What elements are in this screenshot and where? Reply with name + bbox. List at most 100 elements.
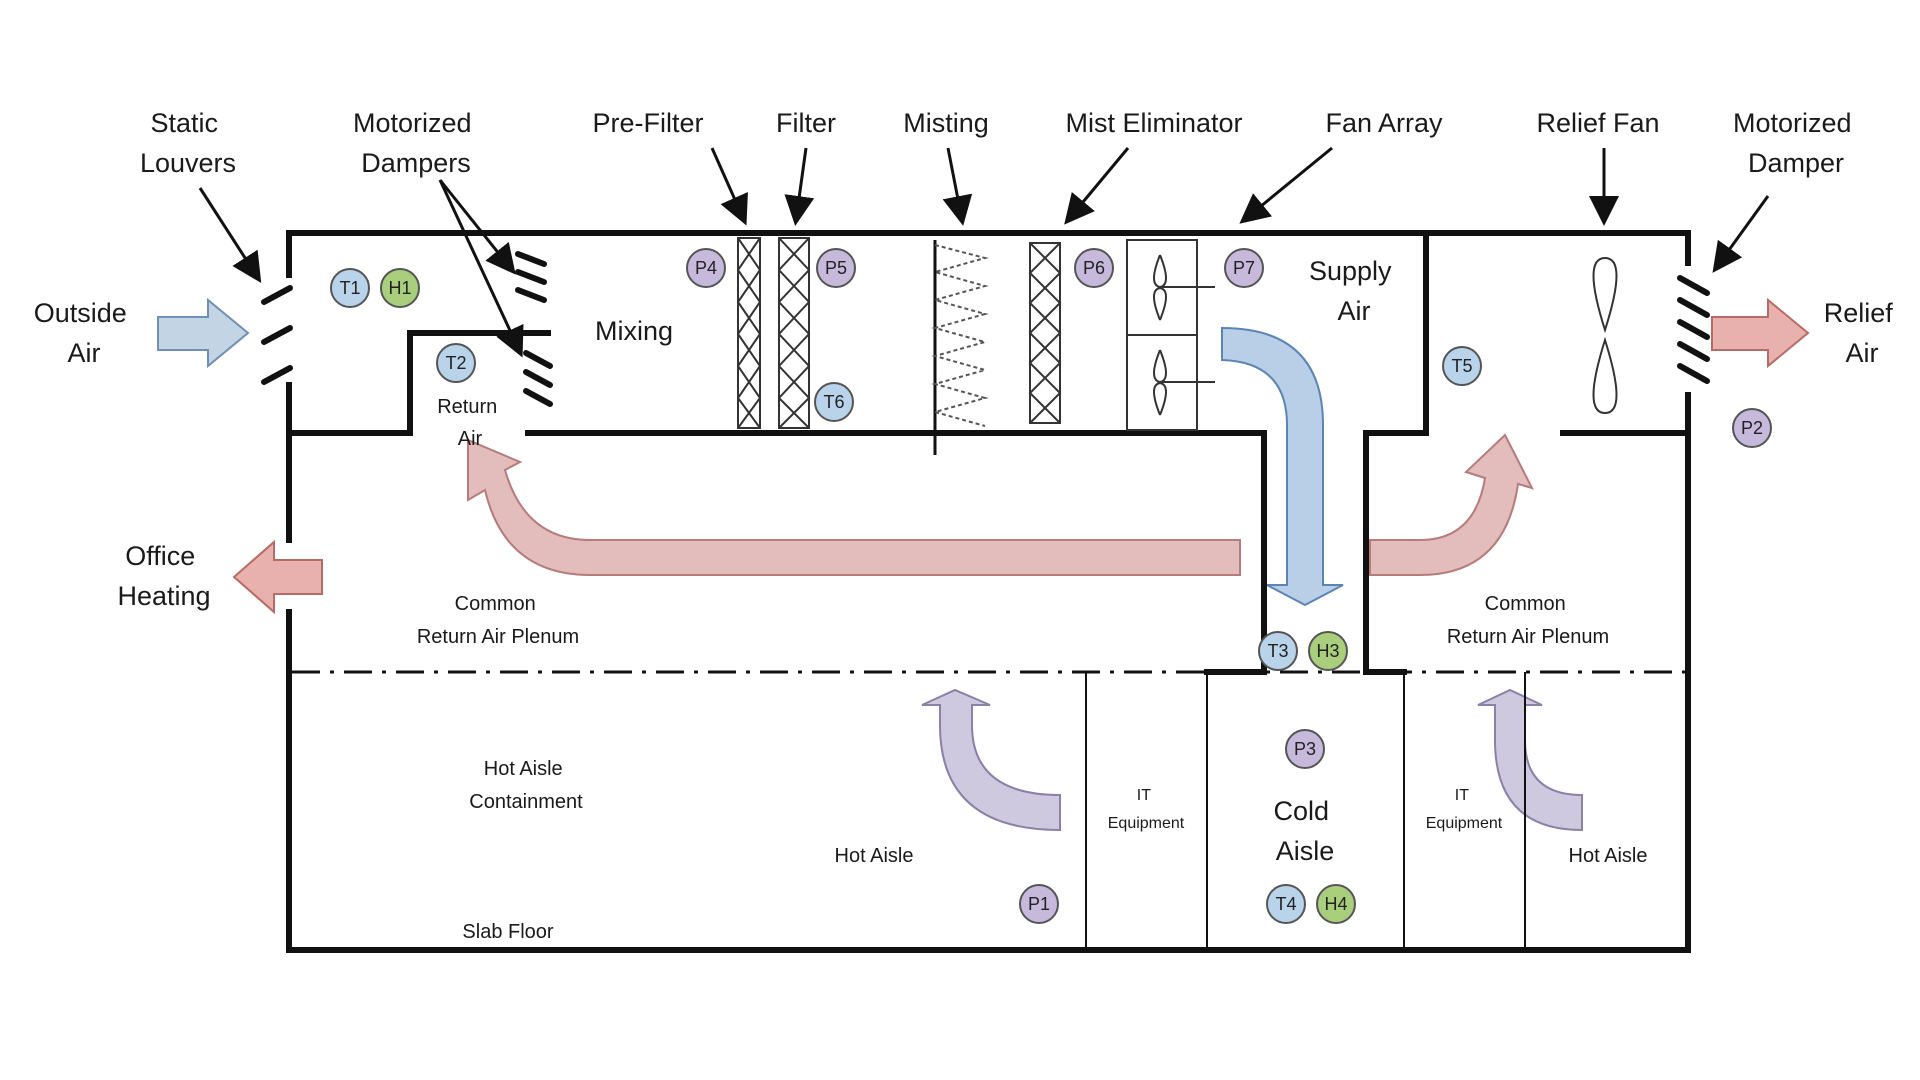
sensor-t2-marker — [436, 343, 476, 383]
label-motorized-dampers: Motorized Dampers — [353, 108, 479, 178]
sensor-t3: T3 — [1258, 631, 1298, 671]
sensor-t3-label: T3 — [1267, 641, 1288, 661]
building-walls — [286, 230, 1691, 953]
motorized-dampers-line1: Motorized — [353, 108, 472, 138]
return-air-flow-arrow — [467, 438, 1241, 576]
label-filter: Filter — [776, 108, 836, 138]
label-plenum-right: Common Return Air Plenum — [1447, 593, 1609, 648]
sensor-t6: T6 — [814, 382, 854, 422]
sensor-t1: T1 — [330, 268, 370, 308]
sensor-t4-label: T4 — [1275, 894, 1296, 914]
sensor-h3-label: H3 — [1316, 641, 1339, 661]
label-mist-eliminator: Mist Eliminator — [1065, 108, 1242, 138]
sensor-t3-marker — [1258, 631, 1298, 671]
hot-aisle-flow-arrow-right — [1477, 688, 1583, 832]
it-equipment-right-line1: IT — [1455, 787, 1469, 804]
sensor-t2-label: T2 — [445, 353, 466, 373]
pre-filter-element — [736, 237, 762, 429]
plenum-right-line2: Return Air Plenum — [1447, 626, 1609, 648]
office-heating-line2: Heating — [117, 581, 210, 611]
sensor-p7-marker — [1224, 248, 1264, 288]
motorized-damper-line2: Damper — [1748, 148, 1844, 178]
supply-air-line1: Supply — [1309, 256, 1392, 286]
sensor-p1-marker — [1019, 884, 1059, 924]
sensor-p4-label: P4 — [695, 258, 717, 278]
static-louvers-line2: Louvers — [140, 148, 236, 178]
it-equipment-right-line2: Equipment — [1426, 815, 1503, 832]
motorized-dampers-line2: Dampers — [361, 148, 471, 178]
sensor-p1-label: P1 — [1028, 894, 1050, 914]
label-slab-floor: Slab Floor — [462, 921, 553, 943]
sensor-h4-label: H4 — [1324, 894, 1347, 914]
it-equipment-left-line1: IT — [1137, 787, 1151, 804]
it-equipment-left-line2: Equipment — [1108, 815, 1185, 832]
cold-aisle-line2: Aisle — [1276, 836, 1335, 866]
office-heating-line1: Office — [125, 541, 195, 571]
relief-air-line2: Air — [1846, 338, 1879, 368]
sensor-p7: P7 — [1224, 248, 1264, 288]
label-hot-aisle-right: Hot Aisle — [1569, 845, 1648, 867]
sensor-p3-label: P3 — [1294, 739, 1316, 759]
sensor-t2: T2 — [436, 343, 476, 383]
fan-array-element — [1126, 239, 1215, 431]
sensor-t5: T5 — [1442, 346, 1482, 386]
sensor-p2: P2 — [1732, 408, 1772, 448]
sensor-t5-label: T5 — [1451, 356, 1472, 376]
sensor-h3: H3 — [1308, 631, 1348, 671]
sensor-p1: P1 — [1019, 884, 1059, 924]
hot-aisle-flow-arrow-left — [921, 688, 1061, 832]
outside-air-arrow — [157, 297, 250, 369]
label-it-equipment-left: IT Equipment — [1108, 787, 1185, 832]
sensor-p2-label: P2 — [1741, 418, 1763, 438]
aisle-partitions — [1085, 672, 1526, 948]
label-pre-filter: Pre-Filter — [592, 108, 703, 138]
sensor-t4: T4 — [1266, 884, 1306, 924]
label-motorized-damper: Motorized Damper — [1733, 108, 1859, 178]
sensor-t5-marker — [1442, 346, 1482, 386]
label-return-air: Return Air — [437, 396, 503, 450]
outside-air-line2: Air — [68, 338, 101, 368]
office-heating-arrow — [232, 539, 323, 615]
sensor-t6-label: T6 — [823, 392, 844, 412]
sensor-p4-marker — [686, 248, 726, 288]
motorized-dampers-symbol — [515, 251, 553, 407]
plenum-right-line1: Common — [1485, 593, 1566, 615]
sensor-t4-marker — [1266, 884, 1306, 924]
sensor-h3-marker — [1308, 631, 1348, 671]
relief-return-flow-arrow — [1369, 433, 1534, 576]
label-static-louvers: Static Louvers — [140, 108, 236, 178]
label-relief-air: Relief Air — [1824, 298, 1901, 368]
sensor-p3-marker — [1285, 729, 1325, 769]
label-fan-array: Fan Array — [1325, 108, 1443, 138]
sensor-p5: P5 — [816, 248, 856, 288]
return-air-line1: Return — [437, 396, 497, 418]
supply-air-flow-arrow — [1221, 326, 1344, 607]
sensor-p6-label: P6 — [1083, 258, 1105, 278]
sensor-t6-marker — [814, 382, 854, 422]
sensor-h1: H1 — [380, 268, 420, 308]
misting-element — [931, 240, 989, 455]
label-hot-aisle-containment: Hot Aisle Containment — [469, 758, 583, 813]
static-louvers-line1: Static — [150, 108, 218, 138]
sensor-h1-marker — [380, 268, 420, 308]
relief-air-line1: Relief — [1824, 298, 1894, 328]
label-it-equipment-right: IT Equipment — [1426, 787, 1503, 832]
motorized-damper-line1: Motorized — [1733, 108, 1852, 138]
label-misting: Misting — [903, 108, 989, 138]
outside-air-line1: Outside — [34, 298, 127, 328]
label-office-heating: Office Heating — [117, 541, 210, 611]
label-cold-aisle: Cold Aisle — [1273, 796, 1336, 866]
mist-eliminator-element — [1028, 242, 1062, 424]
sensor-t1-marker — [330, 268, 370, 308]
filter-element — [777, 237, 811, 429]
sensor-h4: H4 — [1316, 884, 1356, 924]
sensor-t1-label: T1 — [339, 278, 360, 298]
label-mixing: Mixing — [595, 316, 673, 346]
sensor-h4-marker — [1316, 884, 1356, 924]
supply-air-line2: Air — [1338, 296, 1371, 326]
hot-aisle-containment-line2: Containment — [469, 791, 583, 813]
relief-motorized-damper-symbol — [1677, 275, 1710, 384]
static-louvers-symbol — [261, 285, 293, 385]
